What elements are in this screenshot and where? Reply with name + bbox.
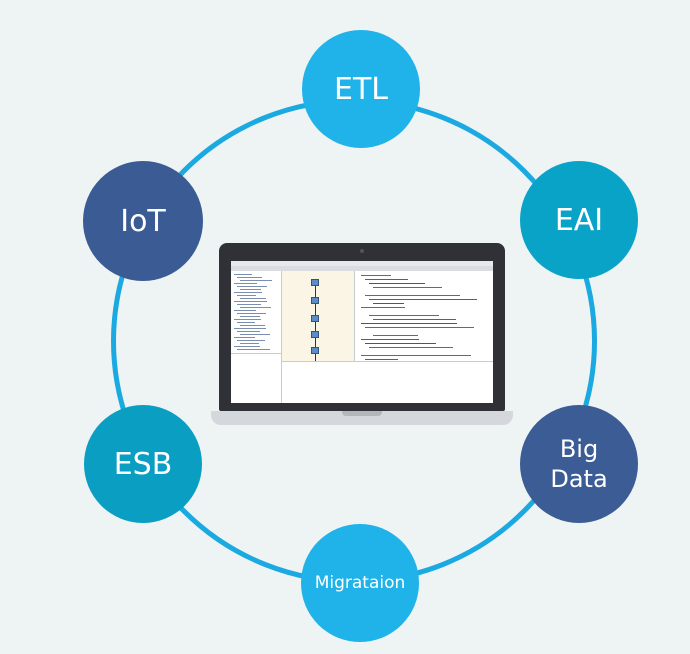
tree-row-line <box>240 325 265 326</box>
flow-step-node <box>311 297 319 304</box>
ide-console-panel <box>282 361 493 403</box>
node-etl: ETL <box>302 30 420 148</box>
node-eai-label: EAI <box>554 202 604 238</box>
tree-row-line <box>234 310 256 311</box>
tree-row-line <box>234 274 252 275</box>
code-line <box>373 335 418 336</box>
code-line <box>369 283 425 284</box>
tree-row-line <box>234 283 257 284</box>
laptop-lid <box>219 243 505 411</box>
tree-row-line <box>240 316 260 317</box>
code-line <box>373 303 404 304</box>
code-line <box>373 287 442 288</box>
tree-row-line <box>240 298 266 299</box>
node-eai: EAI <box>520 161 638 279</box>
tree-row-line <box>237 286 267 287</box>
tree-row-line <box>237 331 260 332</box>
flow-step-node <box>311 279 319 286</box>
tree-row-line <box>234 319 261 320</box>
code-line <box>365 359 398 360</box>
tree-row-line <box>237 313 266 314</box>
ide-menubar <box>231 261 493 266</box>
tree-row-line <box>240 307 271 308</box>
node-migration-label: Migrataion <box>314 573 406 593</box>
node-big-data-label-line1: Big <box>559 435 599 463</box>
tree-row-line <box>237 295 256 296</box>
tree-row-line <box>234 337 255 338</box>
code-line <box>369 347 453 348</box>
ide-code-editor <box>355 271 493 361</box>
tree-row-line <box>237 304 261 305</box>
tree-row-line <box>234 328 266 329</box>
tree-row-line <box>237 322 255 323</box>
code-line <box>361 355 471 356</box>
node-iot-label: IoT <box>120 203 166 239</box>
flow-step-node <box>311 331 319 338</box>
ide-properties-panel <box>231 353 282 403</box>
ide-toolbar <box>231 266 493 271</box>
code-line <box>361 275 391 276</box>
tree-row-line <box>234 301 267 302</box>
code-line <box>361 307 405 308</box>
laptop-base <box>211 411 513 425</box>
tree-row-line <box>234 292 262 293</box>
ide-flow-canvas <box>282 271 355 363</box>
code-line <box>365 343 436 344</box>
code-line <box>369 299 477 300</box>
code-line <box>365 279 408 280</box>
node-big-data-text: Big Data <box>550 434 607 494</box>
node-iot: IoT <box>83 161 203 281</box>
node-migration: Migrataion <box>301 524 419 642</box>
code-line <box>369 315 439 316</box>
flow-connector-line <box>315 283 316 363</box>
node-esb: ESB <box>84 405 202 523</box>
code-line <box>365 327 474 328</box>
code-line <box>361 339 419 340</box>
node-big-data: Big Data <box>520 405 638 523</box>
code-line <box>361 323 457 324</box>
code-line <box>373 319 456 320</box>
tree-row-line <box>240 280 272 281</box>
tree-row-line <box>234 346 260 347</box>
ide-project-tree <box>231 271 282 353</box>
tree-row-line <box>237 349 270 350</box>
laptop-icon <box>211 243 513 433</box>
tree-row-line <box>237 340 265 341</box>
tree-row-line <box>240 289 261 290</box>
laptop-notch <box>342 411 382 416</box>
flow-step-node <box>311 315 319 322</box>
code-line <box>365 295 460 296</box>
tree-row-line <box>240 334 270 335</box>
node-esb-label: ESB <box>113 446 173 482</box>
tree-row-line <box>240 343 259 344</box>
flow-step-node <box>311 347 319 354</box>
camera-icon <box>360 249 364 253</box>
node-big-data-label-line2: Data <box>550 465 608 493</box>
ide-screenshot <box>231 261 493 403</box>
tree-row-line <box>237 277 262 278</box>
node-etl-label: ETL <box>334 71 388 107</box>
